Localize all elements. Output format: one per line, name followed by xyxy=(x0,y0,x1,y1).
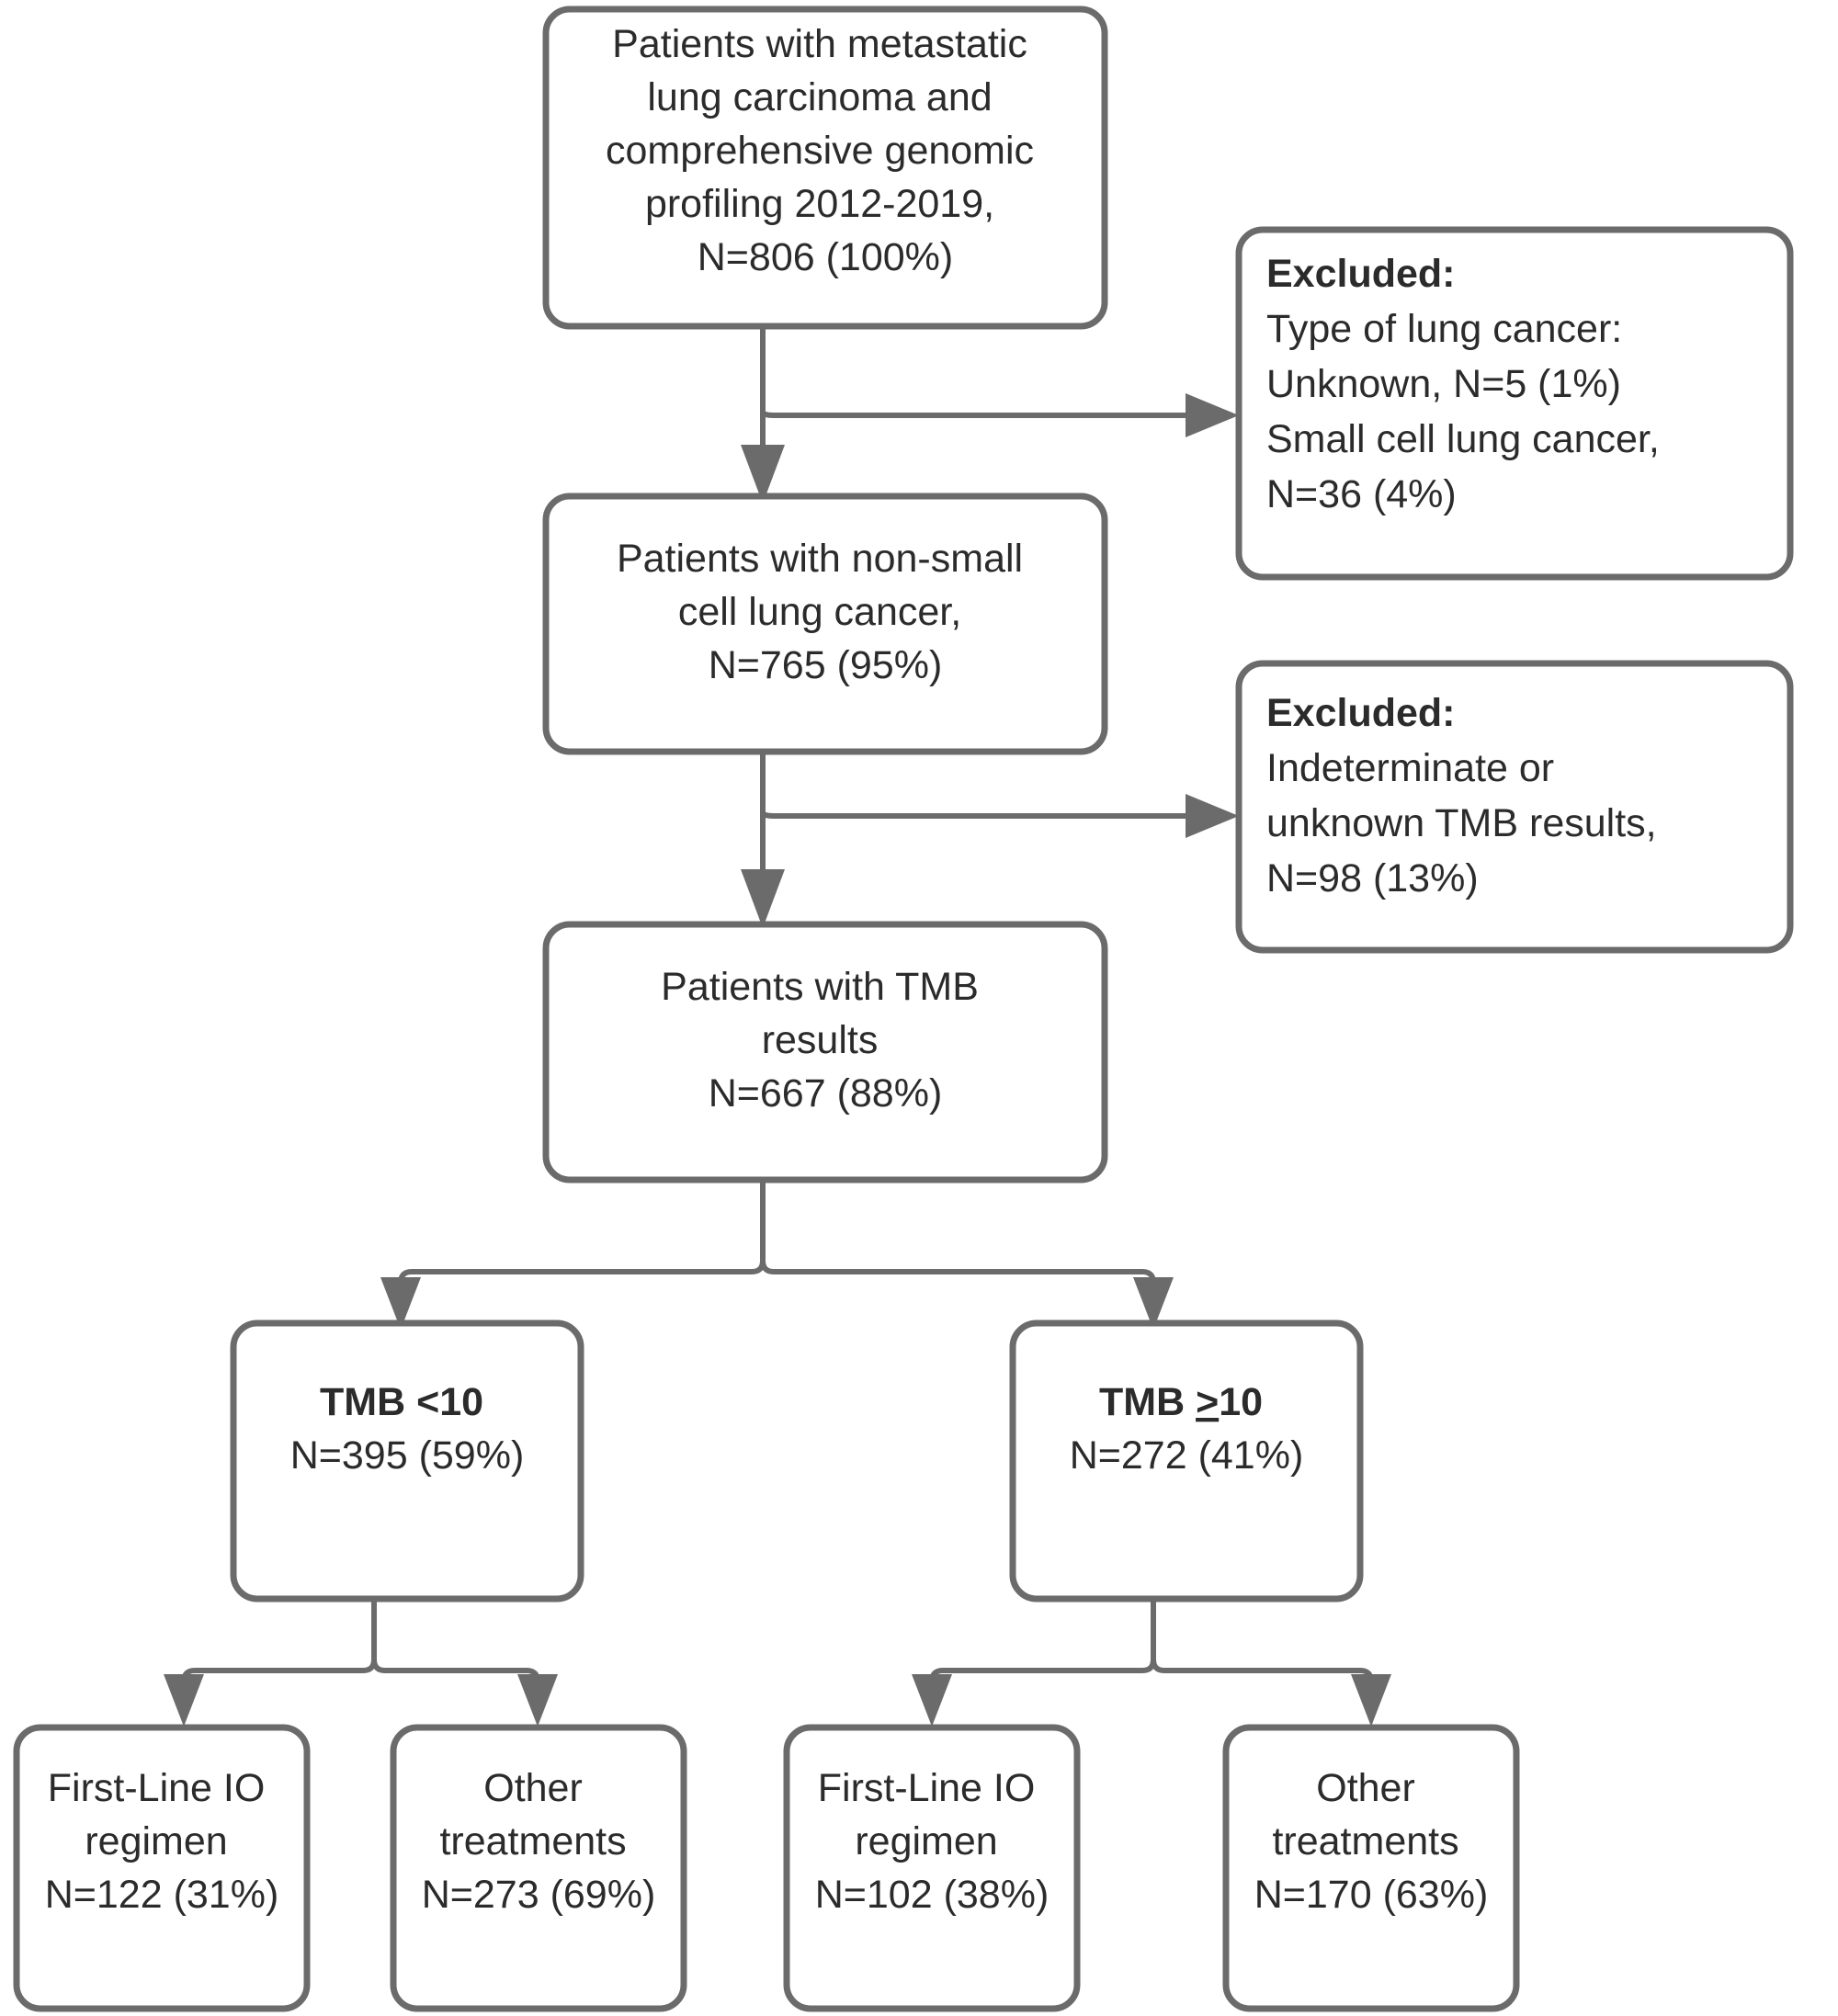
excluded-tmb-text: Excluded: Indeterminate or unknown TMB r… xyxy=(1266,691,1668,900)
edge-high-split-bar-left xyxy=(929,1659,1156,1693)
tmb-low-first-line-io-text: First-Line IO regimen N=122 (31%) xyxy=(45,1766,279,1917)
node-tmb-high[interactable]: TMB >10 N=272 (41%) xyxy=(1009,1319,1364,1603)
connectors-layer xyxy=(164,323,1391,1727)
node-tmb-results[interactable]: Patients with TMB results N=667 (88%) xyxy=(542,921,1108,1184)
edge-low-split-bar-left xyxy=(181,1659,377,1693)
edge-low-split-bar-right xyxy=(371,1659,540,1693)
tmb-results-text: Patients with TMB results N=667 (88%) xyxy=(661,965,990,1116)
excluded-tmb-box[interactable] xyxy=(1235,660,1794,954)
excluded-type-box[interactable] xyxy=(1235,226,1794,581)
tmb-high-other-treatments-text: Other treatments N=170 (63%) xyxy=(1254,1766,1489,1917)
total-cohort-box[interactable] xyxy=(542,6,1108,330)
tmb-high-first-line-io-text: First-Line IO regimen N=102 (38%) xyxy=(815,1766,1049,1917)
node-excluded-type[interactable]: Excluded: Type of lung cancer: Unknown, … xyxy=(1235,226,1794,581)
tmb-high-label-suffix: 10 xyxy=(1219,1380,1263,1424)
tmb-low-other-treatments-box[interactable] xyxy=(390,1724,687,2012)
node-tmb-low[interactable]: TMB <10 N=395 (59%) xyxy=(230,1319,584,1603)
edge-total-to-excluded-1 xyxy=(760,395,1198,418)
arrowhead-low-other xyxy=(517,1674,558,1727)
node-nsclc[interactable]: Patients with non-small cell lung cancer… xyxy=(542,493,1108,755)
arrowhead-total-to-nsclc xyxy=(741,445,785,504)
tmb-high-box[interactable] xyxy=(1009,1319,1364,1603)
node-total-cohort[interactable]: Patients with metastatic lung carcinoma … xyxy=(542,6,1108,330)
node-excluded-tmb[interactable]: Excluded: Indeterminate or unknown TMB r… xyxy=(1235,660,1794,954)
tmb-high-first-line-io-box[interactable] xyxy=(783,1724,1081,2012)
tmb-low-box[interactable] xyxy=(230,1319,584,1603)
node-high-io[interactable]: First-Line IO regimen N=102 (38%) xyxy=(783,1724,1081,2012)
arrowhead-tmb-low xyxy=(380,1277,421,1330)
arrowhead-high-io xyxy=(912,1674,952,1727)
edge-tmb-split-bar-left xyxy=(398,1260,766,1296)
tmb-low-other-treatments-text: Other treatments N=273 (69%) xyxy=(422,1766,656,1917)
tmb-high-ge-operator: > xyxy=(1196,1380,1219,1424)
nsclc-text: Patients with non-small cell lung cancer… xyxy=(617,537,1034,687)
edge-nsclc-to-excluded-2 xyxy=(760,798,1198,819)
excluded-type-text: Excluded: Type of lung cancer: Unknown, … xyxy=(1266,252,1671,516)
node-low-io[interactable]: First-Line IO regimen N=122 (31%) xyxy=(13,1724,311,2012)
tmb-high-label-prefix: TMB xyxy=(1099,1380,1196,1424)
edge-high-split-bar-right xyxy=(1151,1659,1374,1693)
tmb-high-other-treatments-box[interactable] xyxy=(1222,1724,1520,2012)
tmb-high-text: TMB >10 N=272 (41%) xyxy=(1070,1380,1304,1478)
arrowhead-nsclc-to-tmb xyxy=(741,869,785,928)
node-high-other[interactable]: Other treatments N=170 (63%) xyxy=(1222,1724,1520,2012)
tmb-low-text: TMB <10 N=395 (59%) xyxy=(290,1380,525,1478)
edge-tmb-split-bar-right xyxy=(760,1260,1156,1296)
arrowhead-high-other xyxy=(1351,1674,1391,1727)
arrowhead-low-io xyxy=(164,1674,204,1727)
tmb-low-first-line-io-box[interactable] xyxy=(13,1724,311,2012)
arrowhead-nsclc-to-excluded-2 xyxy=(1186,794,1239,838)
node-low-other[interactable]: Other treatments N=273 (69%) xyxy=(390,1724,687,2012)
nsclc-box[interactable] xyxy=(542,493,1108,755)
total-cohort-text: Patients with metastatic lung carcinoma … xyxy=(606,22,1045,279)
arrowhead-tmb-high xyxy=(1133,1277,1174,1330)
arrowhead-total-to-excluded-1 xyxy=(1186,393,1239,437)
tmb-results-box[interactable] xyxy=(542,921,1108,1184)
